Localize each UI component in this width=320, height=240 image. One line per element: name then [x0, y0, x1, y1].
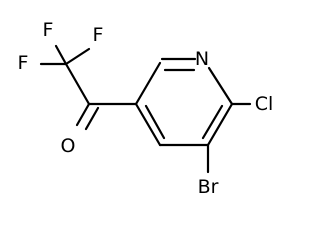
structure-canvas: N Cl Br O F F F: [18, 19, 274, 198]
bond-cf3-f-top: [54, 44, 68, 66]
bond-cf3-f-right: [64, 47, 91, 66]
atom-label-f-left: F: [18, 52, 29, 74]
bond-double-c4-c3: [144, 104, 166, 140]
atom-label-o: O: [61, 135, 76, 157]
bond-double-c6-c5: [201, 104, 224, 140]
atom-label-f-top: F: [43, 19, 54, 41]
bond-c3-c2: [134, 61, 162, 106]
bond-carbonyl-o-1: [75, 102, 91, 127]
molecule-diagram: N Cl Br O F F F: [18, 19, 274, 198]
atom-label-n: N: [195, 48, 209, 70]
bond-c4-c3: [134, 102, 162, 147]
bond-n-c6: [207, 66, 234, 106]
atom-label-br: Br: [198, 176, 219, 198]
bond-carbonyl-cf3: [64, 62, 91, 106]
bond-c6-c5: [206, 102, 234, 147]
bond-carbonyl-o-2: [84, 106, 100, 131]
atom-label-f-right: F: [93, 24, 104, 46]
atom-label-cl: Cl: [255, 93, 274, 115]
